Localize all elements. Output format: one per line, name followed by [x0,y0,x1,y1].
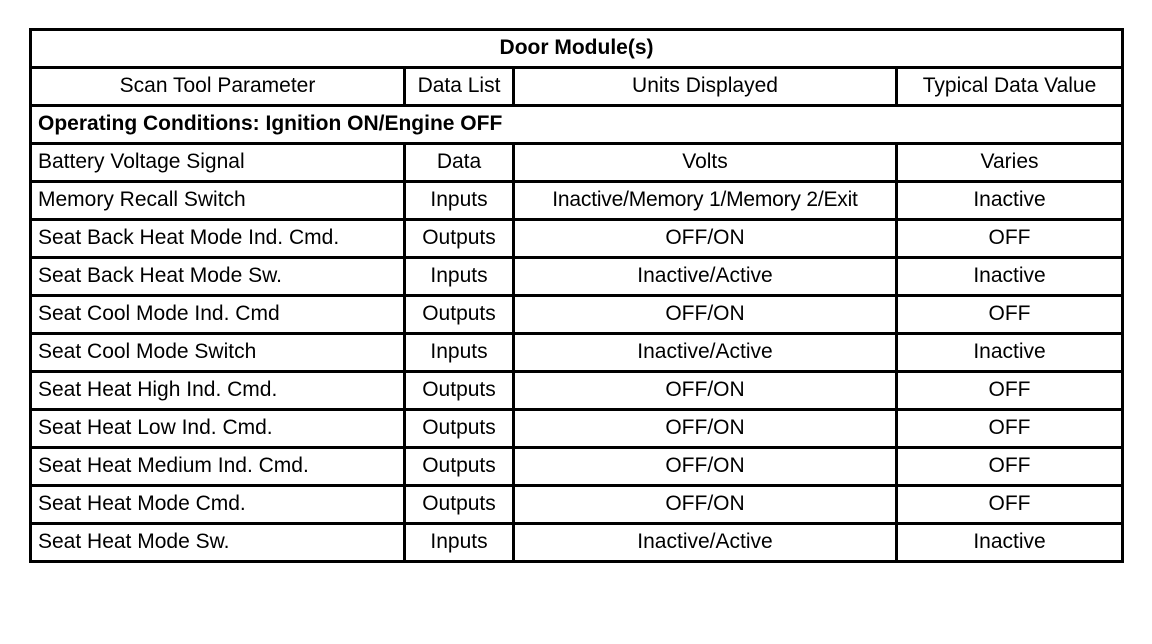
cell-data-list: Outputs [403,446,515,487]
cell-parameter: Seat Heat Mode Cmd. [29,484,406,525]
scan-tool-parameter-table: Door Module(s) Scan Tool Parameter Data … [28,28,1125,563]
cell-data-list: Outputs [403,218,515,259]
cell-units: OFF/ON [512,408,898,449]
cell-units: OFF/ON [512,370,898,411]
table-title-row: Door Module(s) [28,28,1125,69]
cell-typical: Varies [894,142,1125,183]
table-row: Seat Heat Medium Ind. Cmd. Outputs OFF/O… [29,446,1125,487]
cell-typical: OFF [894,408,1125,449]
cell-typical: Inactive [894,332,1125,373]
cell-units: Inactive/Memory 1/Memory 2/Exit [512,180,898,221]
cell-parameter: Seat Heat High Ind. Cmd. [29,370,406,411]
table-row: Seat Cool Mode Ind. Cmd Outputs OFF/ON O… [29,294,1125,335]
column-header-units-displayed: Units Displayed [512,66,898,107]
cell-parameter: Seat Heat Mode Sw. [29,522,406,563]
cell-units: OFF/ON [512,484,898,525]
table-row: Seat Back Heat Mode Ind. Cmd. Outputs OF… [29,218,1125,259]
cell-data-list: Outputs [403,294,515,335]
operating-conditions-row: Operating Conditions: Ignition ON/Engine… [28,104,1125,145]
cell-data-list: Inputs [403,332,515,373]
cell-data-list: Outputs [403,408,515,449]
table-row: Seat Heat High Ind. Cmd. Outputs OFF/ON … [29,370,1125,411]
cell-units: Inactive/Active [512,256,898,297]
operating-conditions-label: Operating Conditions: Ignition ON/Engine… [28,104,1125,145]
table-header-row: Scan Tool Parameter Data List Units Disp… [29,66,1125,107]
cell-data-list: Inputs [403,256,515,297]
cell-units: Inactive/Active [512,332,898,373]
table-title: Door Module(s) [28,28,1125,69]
table-row: Seat Heat Mode Sw. Inputs Inactive/Activ… [29,522,1125,563]
table-row: Seat Heat Low Ind. Cmd. Outputs OFF/ON O… [29,408,1125,449]
table-row: Seat Heat Mode Cmd. Outputs OFF/ON OFF [29,484,1125,525]
cell-typical: OFF [894,218,1125,259]
cell-units: Volts [512,142,898,183]
cell-data-list: Inputs [403,180,515,221]
cell-typical: OFF [894,484,1125,525]
cell-typical: Inactive [894,180,1125,221]
table-row: Memory Recall Switch Inputs Inactive/Mem… [29,180,1125,221]
cell-parameter: Seat Cool Mode Ind. Cmd [29,294,406,335]
cell-parameter: Seat Cool Mode Switch [29,332,406,373]
cell-parameter: Battery Voltage Signal [29,142,406,183]
cell-typical: OFF [894,370,1125,411]
cell-typical: Inactive [894,256,1125,297]
column-header-typical-data-value: Typical Data Value [894,66,1125,107]
column-header-data-list: Data List [403,66,515,107]
table-row: Battery Voltage Signal Data Volts Varies [29,142,1125,183]
cell-typical: OFF [894,446,1125,487]
cell-typical: Inactive [894,522,1125,563]
cell-units: OFF/ON [512,446,898,487]
cell-data-list: Data [403,142,515,183]
table-body: Door Module(s) Scan Tool Parameter Data … [28,28,1125,563]
table-row: Seat Cool Mode Switch Inputs Inactive/Ac… [29,332,1125,373]
cell-parameter: Seat Heat Low Ind. Cmd. [29,408,406,449]
cell-parameter: Seat Heat Medium Ind. Cmd. [29,446,406,487]
cell-typical: OFF [894,294,1125,335]
cell-data-list: Outputs [403,484,515,525]
cell-parameter: Seat Back Heat Mode Ind. Cmd. [29,218,406,259]
column-header-scan-tool-parameter: Scan Tool Parameter [29,66,406,107]
cell-units: OFF/ON [512,218,898,259]
cell-parameter: Seat Back Heat Mode Sw. [29,256,406,297]
table-row: Seat Back Heat Mode Sw. Inputs Inactive/… [29,256,1125,297]
cell-data-list: Inputs [403,522,515,563]
cell-units: Inactive/Active [512,522,898,563]
cell-units: OFF/ON [512,294,898,335]
cell-parameter: Memory Recall Switch [29,180,406,221]
cell-data-list: Outputs [403,370,515,411]
